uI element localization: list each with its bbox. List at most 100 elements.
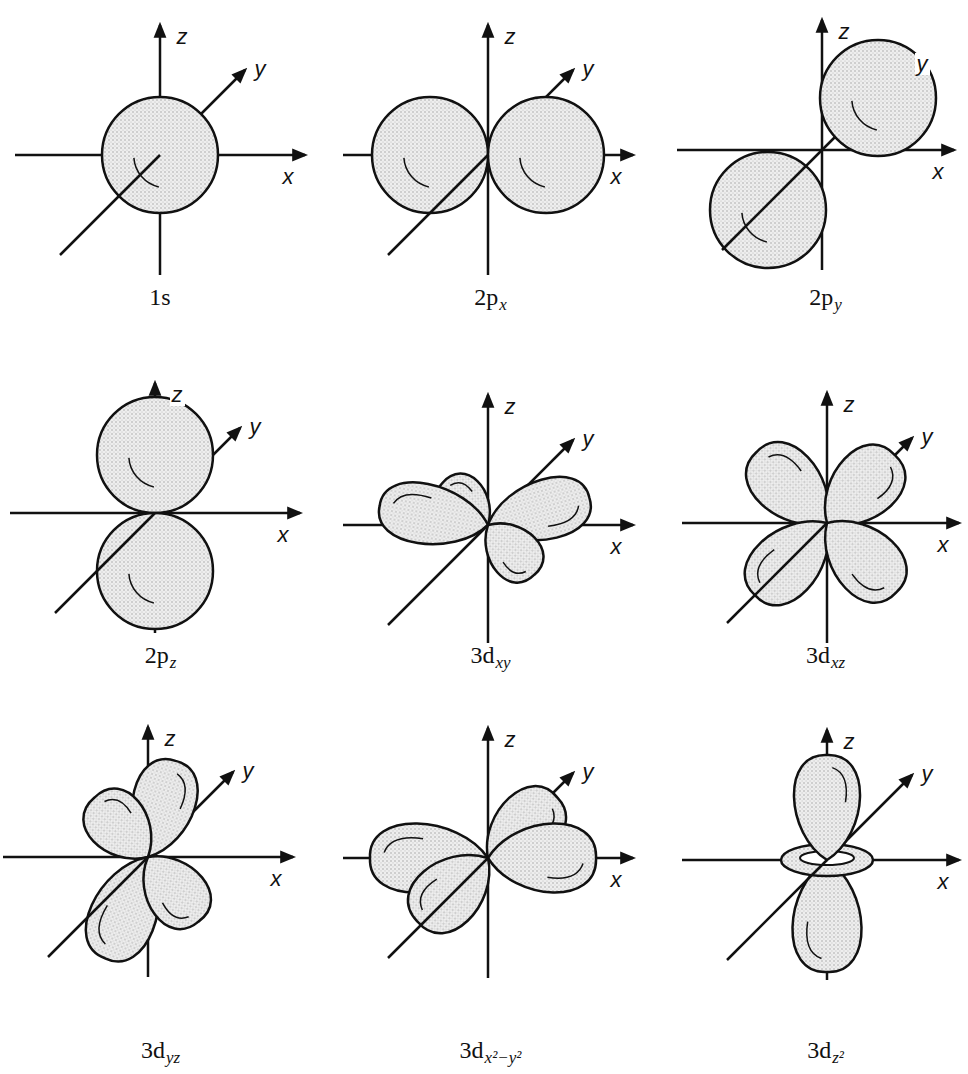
orbital-lobe <box>469 508 553 593</box>
orbital-lobe <box>488 823 596 892</box>
orbital-lobe <box>97 513 213 629</box>
orbital-subscript: z <box>170 654 177 671</box>
lobe-outline <box>469 508 553 593</box>
orbital-panel <box>682 730 959 980</box>
axis-label: x <box>281 166 296 188</box>
axis-label: x <box>609 536 624 558</box>
orbital-subscript: z² <box>832 1049 844 1066</box>
orbital-label: 2p <box>145 643 169 667</box>
orbital-lobe <box>97 397 213 513</box>
orbital-label: 3d <box>807 1038 831 1062</box>
axis-label: z <box>837 21 852 43</box>
lobe-outline <box>794 755 860 860</box>
axis-label: x <box>931 161 946 183</box>
orbital-panel <box>343 25 633 275</box>
axis-label: z <box>175 26 190 48</box>
orbital-lobe <box>794 755 860 860</box>
orbital-label: 1s <box>149 285 170 309</box>
y-axis-front <box>722 150 822 250</box>
y-axis-front <box>60 155 160 255</box>
axis-label: z <box>503 729 518 751</box>
axis-label: y <box>253 58 268 80</box>
orbital-lobe <box>804 500 920 616</box>
orbital-label: 2p <box>809 285 833 309</box>
lobe-outline <box>804 500 920 616</box>
axis-label: y <box>248 416 263 438</box>
orbital-subscript: xz <box>831 654 845 671</box>
orbital-panel <box>343 395 633 645</box>
axis-label: y <box>581 58 596 80</box>
orbital-subscript: xy <box>495 654 510 671</box>
axis-label: y <box>915 53 930 75</box>
axis-label: z <box>842 731 857 753</box>
orbital-panel <box>3 727 293 977</box>
lobe-shading <box>807 922 822 959</box>
axis-label: z <box>842 394 857 416</box>
axis-label: z <box>503 396 518 418</box>
lobe-outline <box>124 839 222 941</box>
lobe-shading <box>545 506 582 527</box>
lobe-shading <box>162 895 189 924</box>
lobe-shading <box>868 467 900 499</box>
axis-label: y <box>920 763 935 785</box>
lobe-shading <box>134 158 159 187</box>
orbital-panel <box>677 20 954 270</box>
axis-label: z <box>163 728 178 750</box>
y-axis-front <box>388 525 488 625</box>
x-axis <box>677 149 954 152</box>
y-axis-front <box>727 860 827 960</box>
lobe-shading <box>851 565 884 598</box>
y-axis-front <box>388 858 488 958</box>
orbital-lobe <box>372 97 488 213</box>
orbital-subscript: x²−y² <box>485 1049 522 1066</box>
lobe-shading <box>769 447 802 480</box>
orbital-lobe <box>374 476 493 554</box>
orbital-lobe <box>124 839 222 941</box>
orbital-panel <box>15 25 305 275</box>
axis-label: x <box>609 166 624 188</box>
lobe-outline <box>374 476 493 554</box>
orbital-label: 2p <box>474 285 498 309</box>
orbital-label: 3d <box>460 1038 484 1062</box>
lobe-outline <box>488 823 596 892</box>
y-axis-front <box>388 155 488 255</box>
y-axis-front <box>48 857 148 957</box>
lobe-shading <box>520 158 545 187</box>
axis-label: y <box>920 426 935 448</box>
orbital-lobe <box>820 40 936 156</box>
lobe-shading <box>168 774 190 809</box>
axis-label: x <box>609 869 624 891</box>
lobe-outline <box>395 833 510 946</box>
axis-label: x <box>276 524 291 546</box>
y-axis-front <box>55 513 155 613</box>
orbital-lobe <box>710 152 826 268</box>
axis-label: z <box>170 384 185 406</box>
lobe-shading <box>547 864 583 879</box>
orbital-subscript: x <box>499 296 507 313</box>
lobe-shading <box>852 101 877 130</box>
y-axis-front <box>727 523 827 623</box>
orbital-subscript: yz <box>166 1049 180 1066</box>
axis-label: x <box>269 868 284 890</box>
orbital-lobe <box>395 833 510 946</box>
orbital-panel <box>10 383 300 633</box>
orbital-panel <box>682 393 959 643</box>
orbital-label: 3d <box>806 643 830 667</box>
axis-label: z <box>503 26 518 48</box>
lobe-shading <box>129 574 154 603</box>
lobe-shading <box>503 555 526 579</box>
orbital-label: 3d <box>141 1038 165 1062</box>
axis-label: x <box>936 534 951 556</box>
lobe-shading <box>129 458 154 487</box>
orbital-lobe <box>488 97 604 213</box>
orbital-panel <box>343 728 633 978</box>
axis-label: y <box>581 761 596 783</box>
lobe-shading <box>750 549 784 583</box>
axis-label: y <box>241 760 256 782</box>
lobe-shading <box>104 793 131 821</box>
lobe-shading <box>394 491 432 510</box>
orbital-subscript: y <box>834 296 842 313</box>
